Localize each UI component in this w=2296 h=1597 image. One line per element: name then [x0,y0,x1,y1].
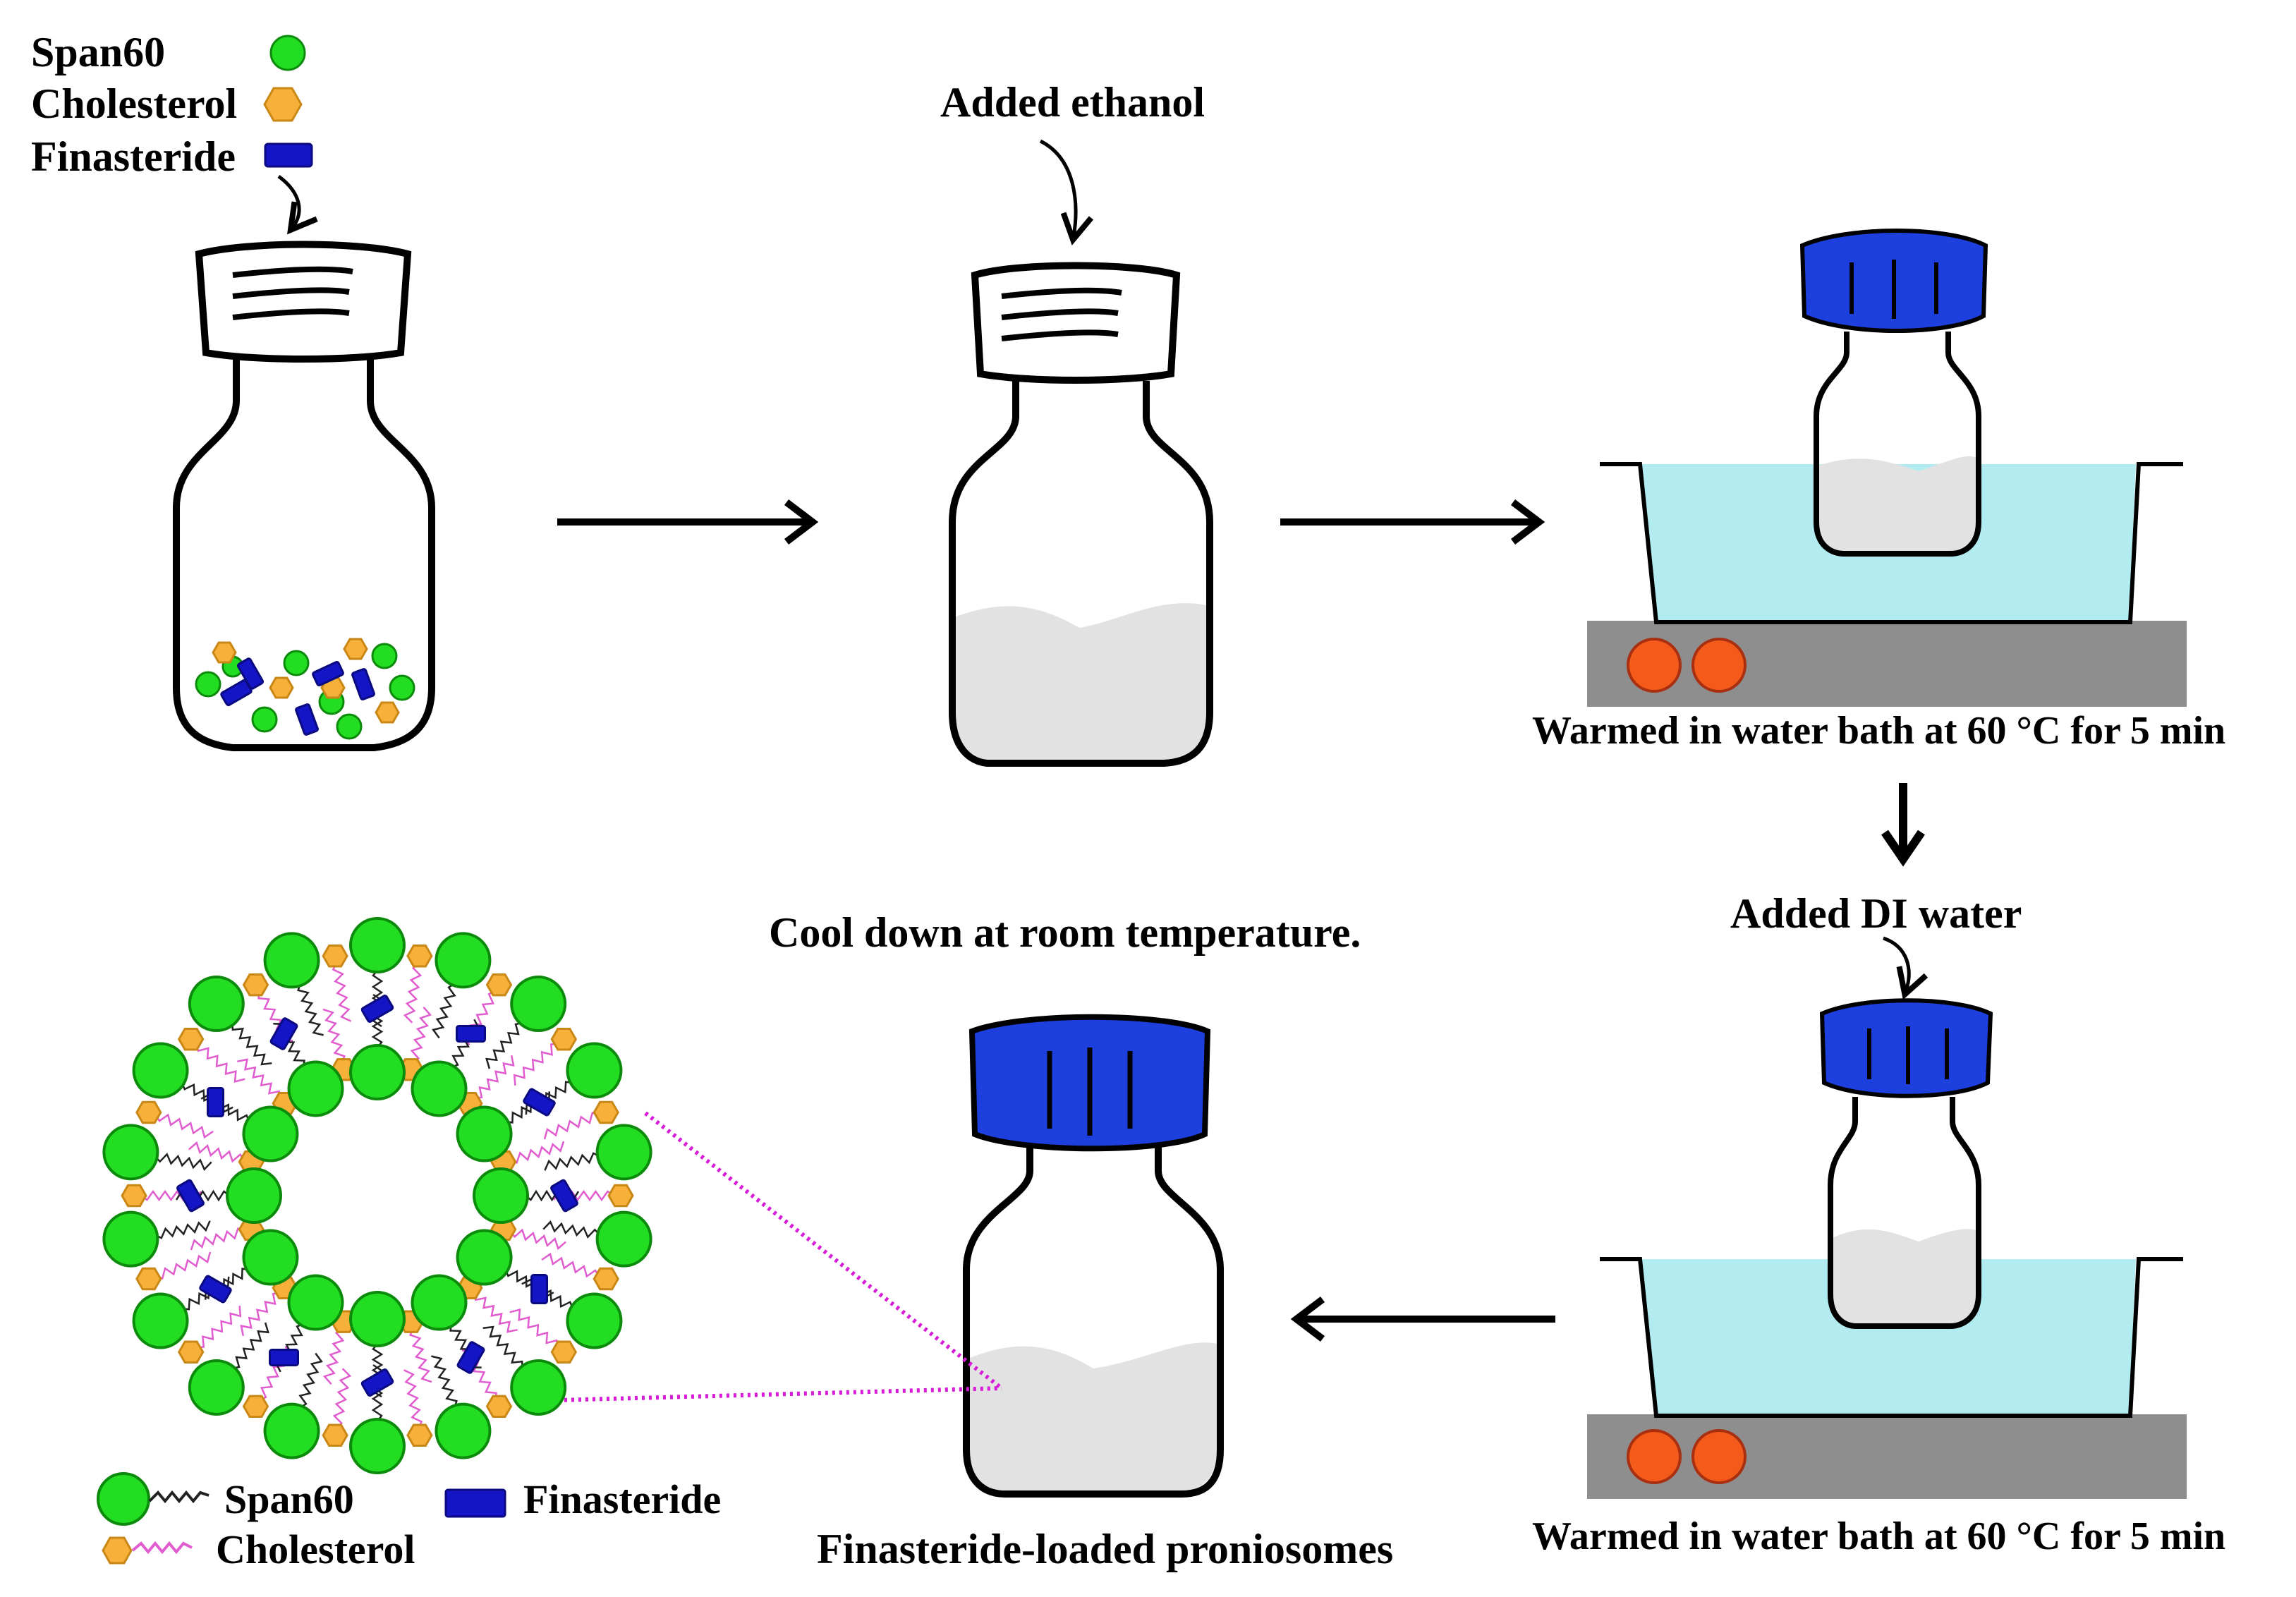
step-added-ethanol-label: Added ethanol [940,79,1205,126]
jar-1-ingredients [173,241,435,751]
legend-top-span60-label: Span60 [31,29,166,75]
process-arrow-2 [1280,499,1545,545]
added-di-water-arrow [1883,936,1928,1000]
legend-top-cholesterol-label: Cholesterol [31,80,238,127]
legend-bottom-cholesterol-icon [102,1536,193,1565]
legend-top-finasteride-icon [264,142,313,168]
added-ethanol-arrow [1039,139,1094,245]
proniosome-vesicle [102,917,652,1474]
step-added-di-water-label: Added DI water [1730,890,2022,937]
water-bath-2 [1587,998,2187,1499]
legend-bottom-span60-icon [97,1472,209,1526]
bath-2-bottle [1819,998,1993,1329]
legend-top-cholesterol-icon [263,87,303,122]
product-label: Finasteride-loaded proniosomes [817,1526,1394,1572]
step-warm-2-label: Warmed in water bath at 60 °C for 5 min [1532,1514,2226,1558]
legend-bottom-finasteride-icon [444,1488,506,1518]
bath-1-bottle [1799,229,1988,557]
water-bath-1 [1587,229,2187,707]
process-arrow-1 [557,499,819,545]
jar-1-contents [195,638,415,740]
zoom-lines [557,1111,1003,1402]
legend-top-finasteride-label: Finasteride [31,133,236,180]
process-arrow-down [1881,783,1925,867]
legend-top-span60-icon [269,35,306,71]
step-warm-1-label: Warmed in water bath at 60 °C for 5 min [1532,709,2226,753]
final-bottle [963,1014,1224,1498]
process-arrow-left [1290,1297,1555,1342]
jar-2-ethanol [949,262,1213,767]
legend-to-jar-arrow [277,174,318,235]
legend-bottom-span60-label: Span60 [224,1476,354,1522]
legend-bottom-finasteride-label: Finasteride [523,1476,722,1522]
legend-bottom-cholesterol-label: Cholesterol [216,1526,415,1572]
step-cool-down-label: Cool down at room temperature. [769,909,1361,956]
